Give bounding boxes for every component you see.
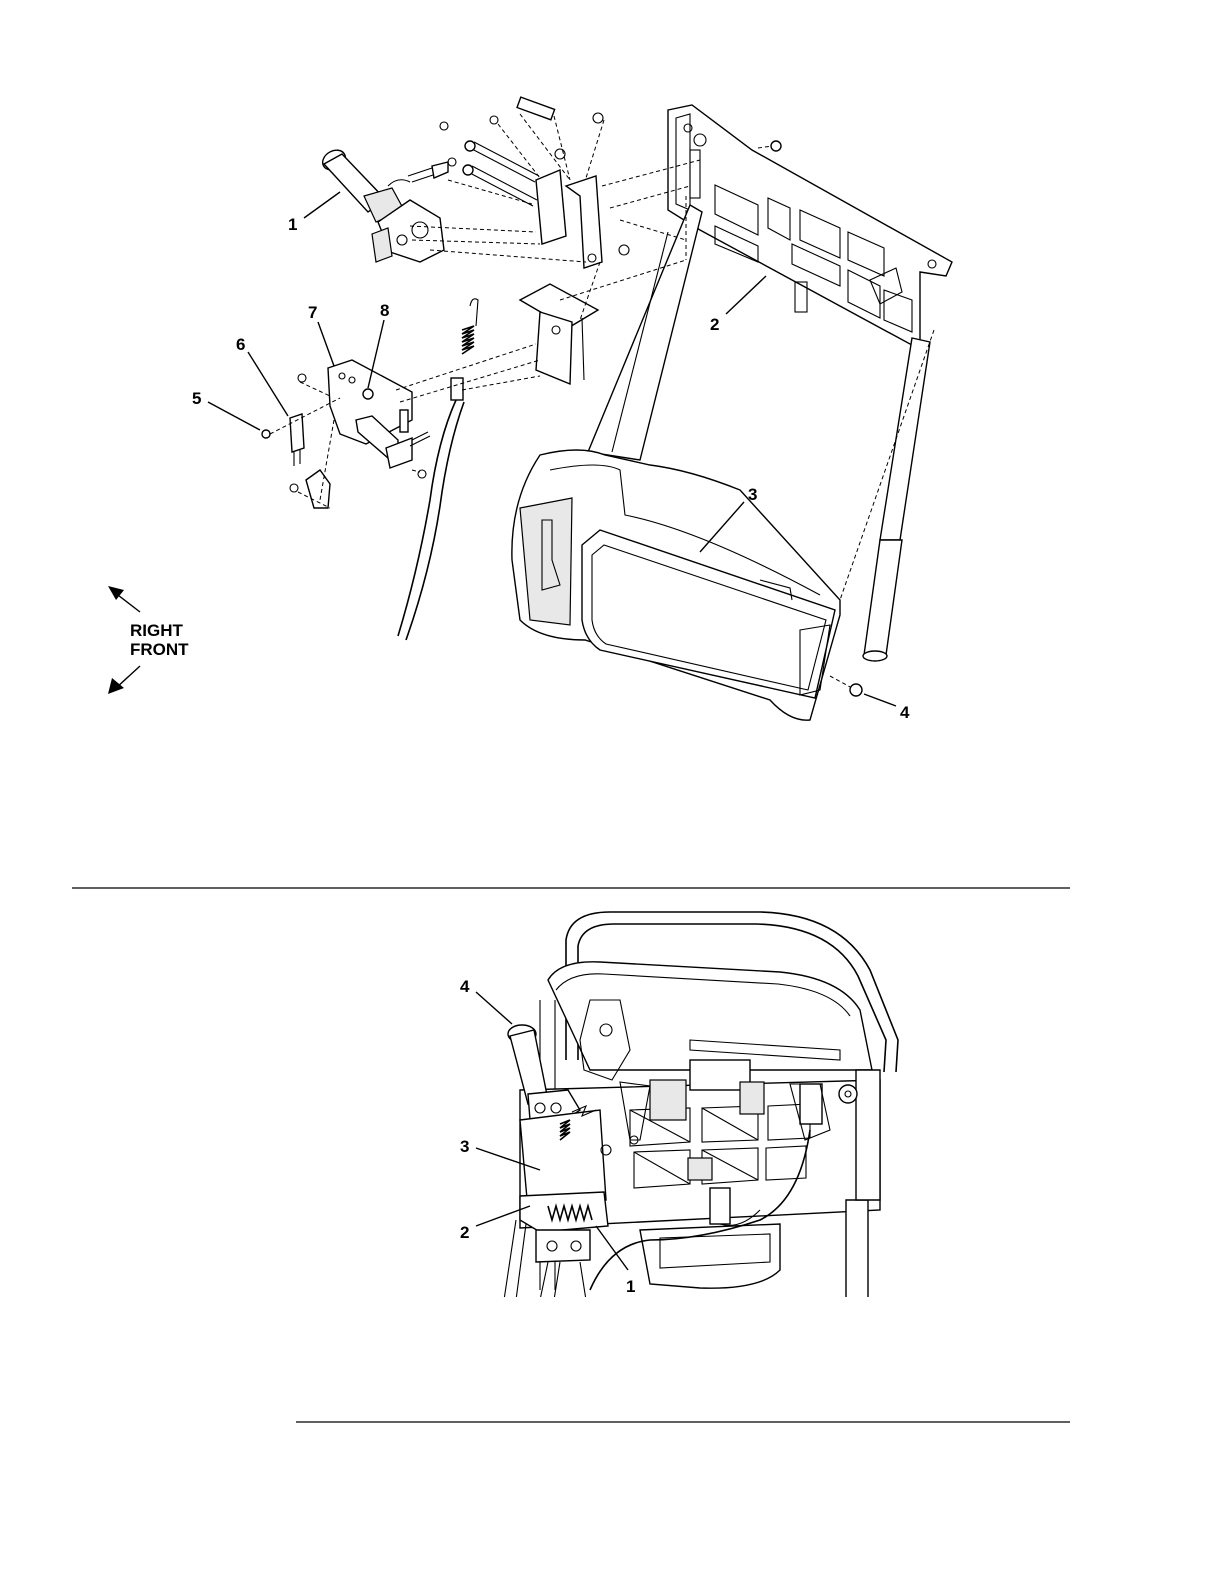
svg-text:5: 5 xyxy=(192,389,201,408)
svg-text:3: 3 xyxy=(460,1137,469,1156)
callout-7: 7 xyxy=(308,303,334,366)
svg-text:2: 2 xyxy=(710,315,719,334)
svg-text:4: 4 xyxy=(460,977,470,996)
spring-and-cable xyxy=(398,299,478,640)
svg-text:1: 1 xyxy=(288,215,297,234)
svg-text:8: 8 xyxy=(380,301,389,320)
svg-text:7: 7 xyxy=(308,303,317,322)
installed-callout-4: 4 xyxy=(460,977,512,1024)
callout-5: 5 xyxy=(192,389,260,430)
direction-right-label: RIGHT xyxy=(130,621,184,640)
installed-callout-1: 1 xyxy=(596,1226,635,1296)
nut xyxy=(771,141,781,151)
callout-1: 1 xyxy=(288,192,340,234)
direction-front-label: FRONT xyxy=(130,640,189,659)
callout-4: 4 xyxy=(864,694,910,722)
control-lever xyxy=(319,146,448,262)
svg-text:2: 2 xyxy=(460,1223,469,1242)
direction-indicator: RIGHT FRONT xyxy=(108,586,189,694)
arrow-down-left-icon xyxy=(108,678,124,694)
screw-part-4 xyxy=(850,684,862,696)
console xyxy=(512,450,840,720)
svg-text:4: 4 xyxy=(900,703,910,722)
svg-text:6: 6 xyxy=(236,335,245,354)
callout-2: 2 xyxy=(710,276,766,334)
installed-view-figure: 4 3 2 1 xyxy=(460,912,898,1300)
switch-bracket xyxy=(262,360,430,508)
svg-text:1: 1 xyxy=(626,1277,635,1296)
callout-6: 6 xyxy=(236,335,288,416)
exploded-view-figure: 1 2 3 4 5 6 7 8 xyxy=(108,97,952,722)
svg-text:3: 3 xyxy=(748,485,757,504)
